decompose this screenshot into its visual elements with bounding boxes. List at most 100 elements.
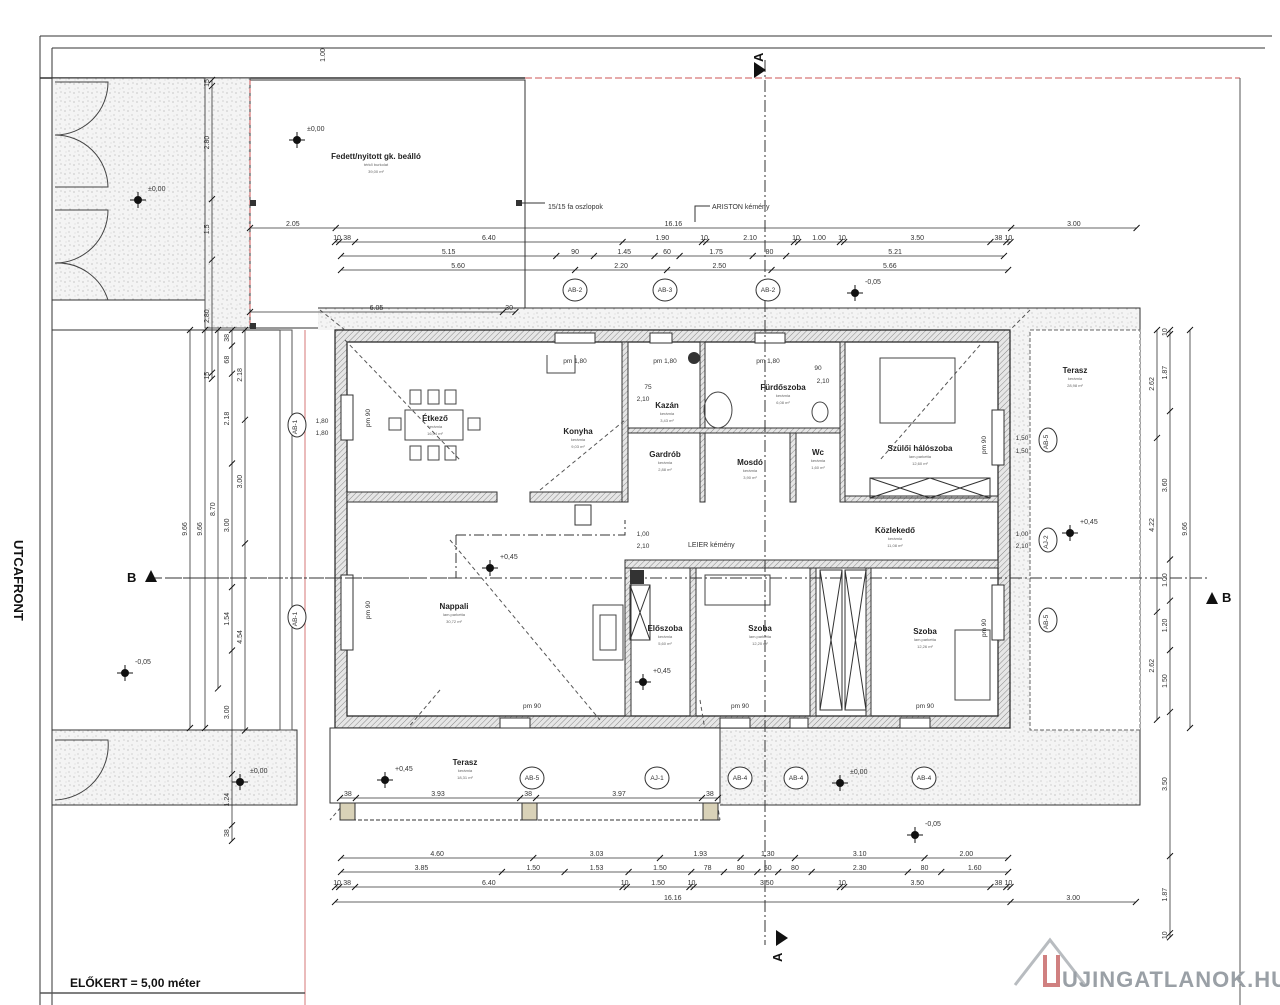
opening-label: pm 90 — [365, 601, 372, 619]
room-finish-nappali: lam.parketta — [443, 612, 466, 617]
dimension-tick — [228, 326, 236, 334]
dimension-tick — [987, 238, 994, 246]
dimension-value: 1.24 — [224, 793, 231, 807]
room-area-wc: 1,60 m² — [811, 465, 825, 470]
room-area-terasz-right: 28,98 m² — [1067, 383, 1083, 388]
dimension-value: 10 — [1004, 880, 1012, 887]
element-tag: AB-1 — [287, 604, 307, 630]
element-tag-label: AB-2 — [568, 287, 583, 294]
left-yard — [51, 77, 298, 806]
dimension-value: 2.18 — [224, 412, 231, 426]
dimension-value: 2.05 — [286, 221, 300, 228]
dimension-tick — [1153, 326, 1161, 334]
room-name-gardrob: Gardrób — [649, 450, 681, 459]
element-tag-label: AB-4 — [917, 775, 932, 782]
element-tag-label: AB-5 — [1043, 434, 1050, 449]
dimension-value: 10 — [838, 235, 846, 242]
dimension-tick — [336, 794, 344, 802]
room-finish-furdo: kerámia — [776, 393, 791, 398]
room-finish-konyha: kerámia — [571, 437, 586, 442]
section-b-label-left: B — [127, 570, 136, 585]
dimension-tick — [1004, 854, 1012, 862]
dimension-tick — [516, 794, 524, 802]
dimension-value: 10 — [333, 235, 341, 242]
element-tag: AB-4 — [783, 766, 809, 790]
level-value: -0,05 — [925, 821, 941, 828]
room-name-szoba2: Szoba — [913, 627, 937, 636]
front-garden-note: ELŐKERT = 5,00 méter — [70, 975, 201, 990]
room-area-kozlekedo: 11,08 m² — [887, 543, 903, 548]
dimension-tick — [702, 238, 710, 246]
level-value: ±0,00 — [850, 769, 868, 776]
dimension-tick — [214, 685, 222, 692]
dimension-tick — [246, 308, 254, 316]
element-tag: AB-3 — [652, 278, 678, 302]
dimension-tick — [241, 326, 249, 334]
dimension-tick — [1007, 898, 1014, 906]
dimension-tick — [1007, 224, 1015, 232]
opening-label: pm 90 — [731, 703, 749, 710]
dimension-value: 2.62 — [1149, 377, 1156, 391]
dimension-value: 38 — [343, 880, 351, 887]
dimension-value: 38 — [524, 791, 532, 798]
level-markers: ±0,00±0,00-0,05+0,45+0,45+0,45-0,05±0,00… — [117, 126, 1098, 843]
dimension-tick — [937, 868, 945, 876]
dimension-tick — [656, 854, 664, 862]
dimension-tick — [337, 868, 345, 876]
ariston-leader — [694, 205, 710, 222]
dimension-tick — [904, 868, 912, 876]
element-tag: AB-4 — [911, 766, 937, 790]
dimension-value: 38 — [224, 829, 231, 837]
dimension-tick — [1132, 898, 1140, 906]
dimension-value: 1.00 — [1162, 573, 1169, 587]
level-marker-top-right: -0,05 — [847, 279, 881, 301]
dimension-tick — [1153, 716, 1161, 724]
dimension-tick — [208, 375, 216, 383]
dimension-tick — [1166, 933, 1174, 941]
door-width: 1,00 — [637, 531, 650, 538]
left-dim-col-1: 9.66 — [182, 326, 194, 732]
dimension-tick — [1166, 852, 1174, 860]
door-width: 75 — [644, 384, 652, 391]
element-tag: AJ-1 — [644, 766, 670, 790]
dimension-tick — [1007, 238, 1014, 246]
right-dim-col-2: 2.624.222.62 — [1149, 326, 1161, 724]
dimension-value: 60 — [663, 249, 671, 256]
level-value: +0,45 — [653, 668, 671, 675]
element-tag-label: AB-5 — [1043, 614, 1050, 629]
dimension-value: 3.03 — [590, 851, 604, 858]
street-front-label: UTCAFRONT — [11, 540, 26, 621]
dimension-tick — [241, 540, 249, 547]
chimney-icon — [688, 352, 700, 364]
dimension-value: 1.87 — [1162, 366, 1169, 380]
opening-labels: pm 1,80 pm 1,80 pm 1,80 pm 90 pm 90 pm 9… — [316, 352, 1029, 710]
opening-label: pm 90 — [981, 619, 988, 637]
dimension-value: 1.54 — [224, 612, 231, 626]
dimension-value: 3.00 — [224, 518, 231, 532]
element-tag-label: AJ-2 — [1043, 535, 1050, 549]
dimension-tick — [794, 238, 802, 246]
dimension-tick — [228, 770, 236, 778]
element-tag-label: AB-5 — [525, 775, 540, 782]
dimension-value: 3.50 — [1162, 777, 1169, 791]
element-tag-label: AJ-1 — [650, 775, 664, 782]
dimension-value: 2.30 — [853, 865, 867, 872]
dimension-value: 1.30 — [761, 851, 775, 858]
dimension-value: 38 — [994, 880, 1002, 887]
room-name-carport: Fedett/nyitott gk. beálló — [331, 152, 421, 161]
dimension-value: 10 — [333, 880, 341, 887]
dimension-value: 78 — [704, 865, 712, 872]
chimney-icon — [630, 570, 644, 584]
dimension-value: 10 — [621, 880, 629, 887]
room-finish-terasz-right: kerámia — [1068, 376, 1083, 381]
dimension-tick — [1166, 330, 1174, 338]
dimension-tick — [676, 252, 683, 260]
dimension-tick — [782, 252, 790, 260]
